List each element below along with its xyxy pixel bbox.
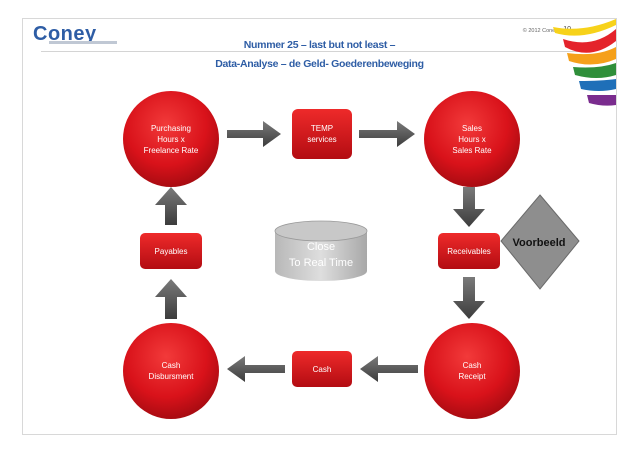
copyright: © 2012 Coney xyxy=(522,28,558,34)
node-payables-label: Payables xyxy=(154,246,188,256)
arrow-cash-disbursment-to-payables xyxy=(155,279,187,319)
arrow-cash-to-cash-disbursment xyxy=(227,356,285,382)
node-cash-label: Cash xyxy=(312,364,332,374)
node-cash-receipt-circle xyxy=(424,323,520,419)
database-label: Close To Real Time xyxy=(288,241,354,269)
database-cylinder xyxy=(274,220,368,281)
node-cash-receipt-label: Cash Receipt xyxy=(458,361,486,381)
flow-diagram xyxy=(123,91,580,419)
arrow-sales-to-receivables xyxy=(453,187,485,227)
slide-title: Nummer 25 – last but not least – xyxy=(243,39,396,51)
brand-logo: Coney xyxy=(33,23,97,45)
arrow-receivables-to-cash-receipt xyxy=(453,277,485,319)
node-receivables-label: Receivables xyxy=(447,246,491,256)
decorative-streaks xyxy=(553,19,616,106)
header-rule xyxy=(41,51,581,52)
arrow-cash-receipt-to-cash xyxy=(360,356,418,382)
brand-name: Coney xyxy=(33,22,97,45)
slide: Coney © 2012 Coney 10 Nummer 25 – last b… xyxy=(22,18,617,435)
brand-underline xyxy=(49,41,117,44)
node-cash-box xyxy=(292,351,352,387)
node-cash-disbursment-label: Cash Disbursment xyxy=(148,361,194,381)
arrow-payables-to-purchasing xyxy=(155,187,187,225)
node-purchasing-circle xyxy=(123,91,219,187)
voorbeeld-diamond xyxy=(500,194,580,290)
arrow-temp-to-sales xyxy=(359,121,415,147)
node-sales-circle xyxy=(424,91,520,187)
node-temp-label: TEMP services xyxy=(307,124,337,144)
arrow-purchasing-to-temp xyxy=(227,121,281,147)
voorbeeld-label: Voorbeeld xyxy=(512,237,566,249)
node-cash-disbursment-circle xyxy=(123,323,219,419)
node-temp-box xyxy=(292,109,352,159)
node-payables-box xyxy=(140,233,202,269)
node-sales-label: Sales Hours x Sales Rate xyxy=(452,123,492,155)
node-purchasing-label: Purchasing Hours x Freelance Rate xyxy=(143,123,199,155)
node-receivables-box xyxy=(438,233,500,269)
slide-subtitle: Data-Analyse – de Geld- Goederenbeweging xyxy=(215,58,424,70)
